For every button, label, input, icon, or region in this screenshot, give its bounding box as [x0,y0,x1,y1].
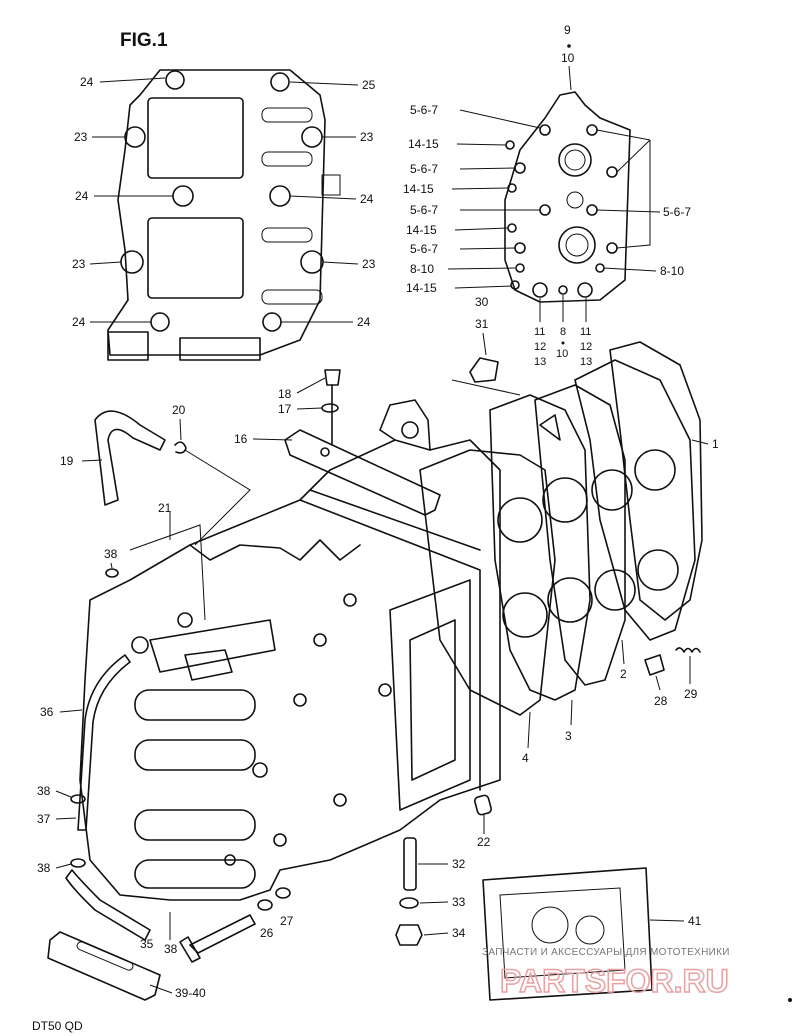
callout-38: 38 [164,942,178,956]
callout-13: 13 [580,356,592,368]
callout-38: 38 [37,861,51,875]
callout-31: 31 [475,317,489,331]
callout-17: 17 [278,402,292,416]
bolt-spring-28-29 [644,647,701,676]
callout-8-10: 8-10 [410,262,434,276]
callout-8: 8 [560,326,566,338]
callout-13: 13 [534,356,546,368]
callout-32: 32 [452,857,466,871]
callout-23: 23 [74,130,88,144]
callout-18: 18 [278,387,292,401]
head-cover-callouts: 9 10 5-6-7 14-15 5-6-7 14-15 5-6-7 14-15… [403,23,691,368]
callout-26: 26 [260,926,274,940]
callout-38: 38 [104,547,118,561]
callout-22: 22 [477,835,491,849]
watermark-text: ЗАПЧАСТИ И АКСЕССУАРЫ ДЛЯ МОТОТЕХНИКИ [482,947,730,958]
bracket-16 [284,369,441,516]
callout-16: 16 [234,432,248,446]
label-sheet-41 [482,867,653,1001]
callout-3: 3 [565,729,572,743]
long-bolt-26-27 [179,887,291,963]
thermostat-part: 30 31 [451,295,521,396]
hose-36 [65,568,151,941]
callout-24: 24 [80,75,94,89]
callout-24: 24 [75,189,89,203]
callout-25: 25 [362,78,376,92]
callout-23: 23 [362,257,376,271]
callout-24: 24 [357,315,371,329]
callout-29: 29 [684,687,698,701]
callout-11: 11 [534,326,545,338]
callout-8-10: 8-10 [660,264,684,278]
callout-11: 11 [580,326,591,338]
callout-10: 10 [556,348,568,360]
callout-27: 27 [280,914,294,928]
callout-34: 34 [452,926,466,940]
head-cover-assembly [504,91,631,303]
cylinder-gasket-stack [419,341,703,716]
callout-5-6-7: 5-6-7 [410,103,438,117]
callout-14-15: 14-15 [403,182,434,196]
callout-33: 33 [452,895,466,909]
callout-35: 35 [140,937,154,951]
callout-41: 41 [688,914,702,928]
hose-19 [94,410,251,546]
callout-23: 23 [72,257,86,271]
callout-5-6-7: 5-6-7 [410,242,438,256]
callout-5-6-7: 5-6-7 [410,203,438,217]
callout-9: 9 [564,23,571,37]
model-label: DT50 QD [32,1019,83,1033]
callout-14-15: 14-15 [406,223,437,237]
figure-title: FIG.1 [120,30,168,51]
main-callouts: 1 2 3 4 18 17 16 20 19 21 38 36 38 37 38… [37,377,719,1000]
callout-37: 37 [37,812,51,826]
callout-24: 24 [360,192,374,206]
callout-28: 28 [654,694,668,708]
cover-plate-39 [47,931,161,1001]
callout-30: 30 [475,295,489,309]
callout-36: 36 [40,705,54,719]
callout-38: 38 [37,784,51,798]
callout-23: 23 [360,130,374,144]
crankcase-block [79,399,501,901]
callout-4: 4 [522,751,529,765]
watermark-logo: PARTSFOR.RU [500,963,729,999]
lines-21 [129,524,206,621]
callout-19: 19 [60,454,74,468]
stray-dot [788,998,792,1002]
stud-nut-set [395,794,492,946]
watermark: ЗАПЧАСТИ И АКСЕССУАРЫ ДЛЯ МОТОТЕХНИКИ PA… [482,947,730,1000]
intake-callouts: 24 25 23 23 24 24 23 23 24 24 [72,75,376,329]
callout-24: 24 [72,315,86,329]
callout-14-15: 14-15 [406,281,437,295]
callout-12: 12 [580,341,592,353]
callout-21: 21 [158,501,172,515]
callout-14-15: 14-15 [408,137,439,151]
callout-39-40: 39-40 [175,986,206,1000]
callout-12: 12 [534,341,546,353]
callout-10: 10 [561,51,575,65]
callout-20: 20 [172,403,186,417]
callout-2: 2 [620,667,627,681]
callout-1: 1 [712,437,719,451]
intake-plate-assembly [107,69,341,361]
callout-5-6-7: 5-6-7 [410,162,438,176]
callout-5-6-7: 5-6-7 [663,205,691,219]
